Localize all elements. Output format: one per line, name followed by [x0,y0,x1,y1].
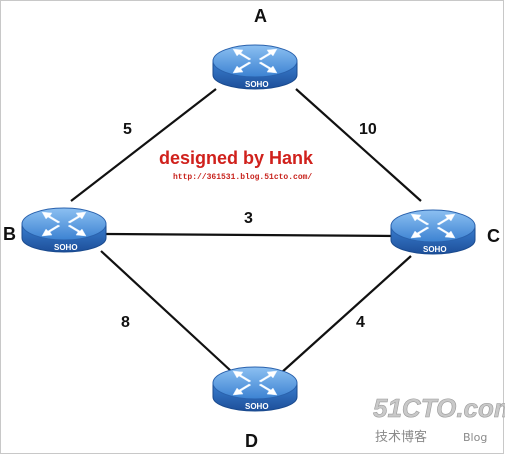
links [70,88,422,374]
link-c-d [280,255,412,374]
watermark-blog: Blog [463,431,487,444]
router-c-soho: SOHO [423,245,447,254]
link-b-d [100,250,232,372]
router-d-soho: SOHO [245,402,269,411]
weight-a-c: 10 [359,121,377,138]
link-a-b [70,88,217,202]
link-b-c [105,232,397,238]
weight-b-d: 8 [121,314,130,331]
watermark-subtitle: 技术博客 [375,429,427,445]
node-label-d: D [245,431,258,451]
node-label-b: B [3,224,16,244]
router-a: SOHO [212,44,298,90]
node-label-a: A [254,6,267,26]
router-a-soho: SOHO [245,80,269,89]
watermark-brand: 51CTO.com [373,393,505,423]
router-b-soho: SOHO [54,243,78,252]
link-a-c [295,88,422,202]
router-c: SOHO [390,209,476,255]
node-label-c: C [487,226,500,246]
router-b: SOHO [21,207,107,253]
weight-a-b: 5 [123,121,132,138]
watermark-51cto: 51CTO.com 技术博客 Blog [373,393,505,445]
credit-url: http://361531.blog.51cto.com/ [173,173,312,182]
credit-title: designed by Hank [159,148,314,168]
router-d: SOHO [212,366,298,412]
weight-c-d: 4 [356,314,365,331]
weight-b-c: 3 [244,210,253,227]
